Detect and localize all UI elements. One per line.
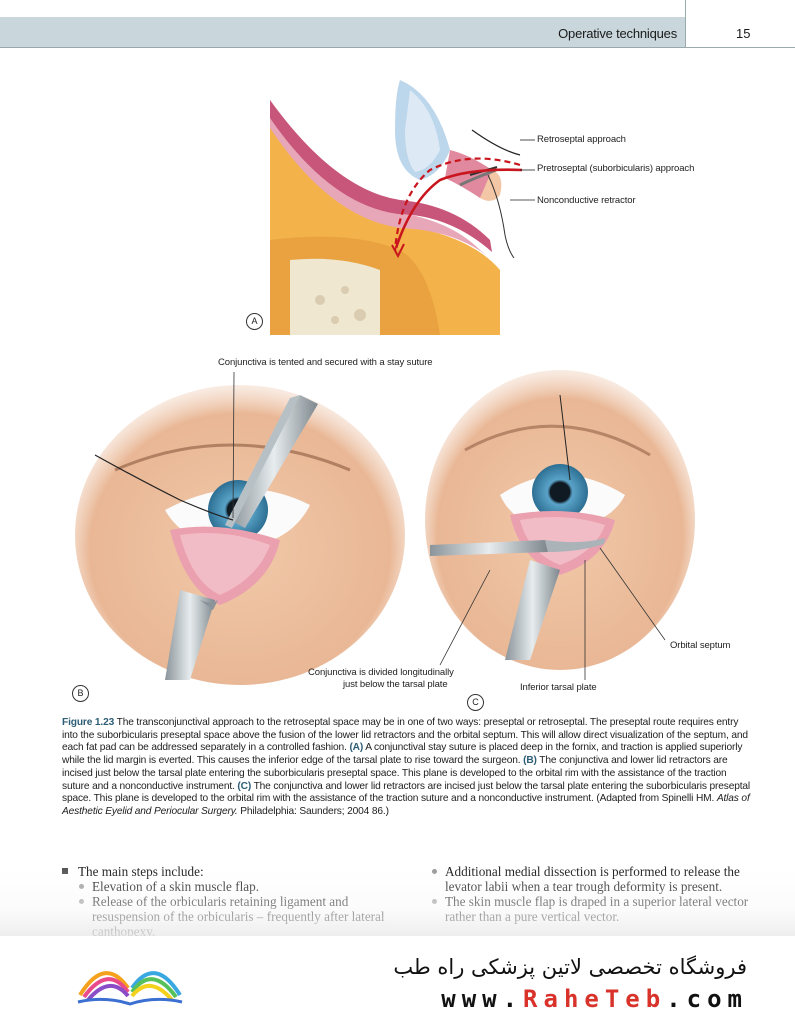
caption-intro: The transconjunctival approach to the re… [62, 717, 748, 754]
figure-label: Figure 1.23 [62, 717, 115, 728]
caption-panel-c-label: (C) [237, 780, 252, 792]
panel-label-b: B [72, 685, 89, 702]
footer-url[interactable]: www.RaheTeb.com [441, 985, 748, 1013]
figure-a-cross-section [270, 80, 535, 335]
caption-panel-a-text: A conjunctival stay suture is placed dee… [62, 742, 743, 767]
body-column-left: The main steps include: Elevation of a s… [62, 864, 392, 939]
caption-panel-b-label: (B) [523, 755, 537, 767]
page-number: 15 [736, 26, 751, 41]
footer-persian-text: فروشگاه تخصصی لاتین پزشکی راه طب [393, 955, 747, 979]
caption-panel-b-text: The conjunctiva and lower lid retractors… [62, 755, 728, 792]
callout-divided-line-2: just below the tarsal plate [343, 679, 448, 690]
figure-b-eye-illustration [75, 371, 405, 685]
list-item: Additional medial dissection is performe… [431, 864, 761, 894]
list-item: The main steps include: [62, 864, 392, 879]
dot-bullet-icon [79, 899, 84, 904]
callout-divided-line-1: Conjunctiva is divided longitudinally [308, 667, 454, 678]
dot-bullet-icon [432, 869, 437, 874]
callout-retroseptal-approach: Retroseptal approach [537, 134, 626, 145]
book-logo-icon [77, 971, 183, 1006]
figure-illustration [75, 80, 695, 685]
figure-caption: Figure 1.23 The transconjunctival approa… [62, 717, 756, 819]
callout-orbital-septum: Orbital septum [670, 640, 731, 651]
callout-stay-suture: Conjunctiva is tented and secured with a… [218, 357, 433, 368]
caption-panel-a-label: (A) [349, 742, 364, 754]
list-item: The skin muscle flap is draped in a supe… [431, 894, 761, 924]
running-title: Operative techniques [558, 26, 677, 41]
callout-pretroseptal-approach: Pretroseptal (suborbicularis) approach [537, 163, 695, 174]
dot-bullet-icon [432, 899, 437, 904]
caption-source-tail: Philadelphia: Saunders; 2004 86.) [237, 805, 389, 817]
caption-panel-c-text: The conjunctiva and lower lid retractors… [62, 780, 751, 805]
caption-source-title: Atlas of Aesthetic Eyelid and Periocular… [62, 793, 750, 817]
header-rule [0, 47, 795, 48]
header-bar [0, 17, 685, 48]
panel-label-a: A [246, 313, 263, 330]
panel-label-c: C [467, 694, 484, 711]
list-item: Elevation of a skin muscle flap. [62, 879, 392, 894]
square-bullet-icon [62, 868, 68, 874]
dot-bullet-icon [79, 884, 84, 889]
figure-c-eye-illustration [425, 370, 695, 680]
callout-inferior-tarsal-plate: Inferior tarsal plate [520, 682, 597, 693]
list-item: Release of the orbicularis retaining lig… [62, 894, 392, 939]
body-column-right: Additional medial dissection is performe… [431, 864, 761, 924]
callout-nonconductive-retractor: Nonconductive retractor [537, 195, 636, 206]
header-divider [685, 0, 686, 48]
